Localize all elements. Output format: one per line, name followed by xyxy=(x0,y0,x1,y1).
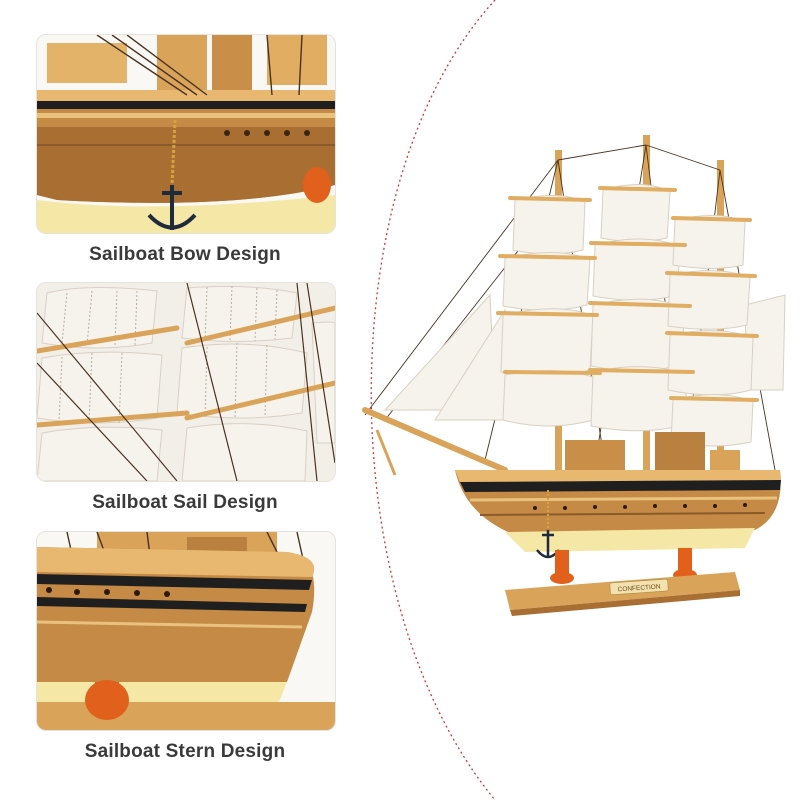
anchor-icon xyxy=(147,185,197,230)
bow-detail-photo xyxy=(36,34,336,234)
sail-caption: Sailboat Sail Design xyxy=(92,492,278,513)
sail-detail-photo xyxy=(36,282,336,482)
stand-plaque: CONFECTION xyxy=(609,578,669,596)
sailboat-model-photo: CONFECTION xyxy=(355,120,795,620)
bow-caption: Sailboat Bow Design xyxy=(89,244,281,265)
stern-detail-photo xyxy=(36,531,336,731)
stern-caption: Sailboat Stern Design xyxy=(84,741,286,762)
svg-text:CONFECTION: CONFECTION xyxy=(617,583,661,593)
